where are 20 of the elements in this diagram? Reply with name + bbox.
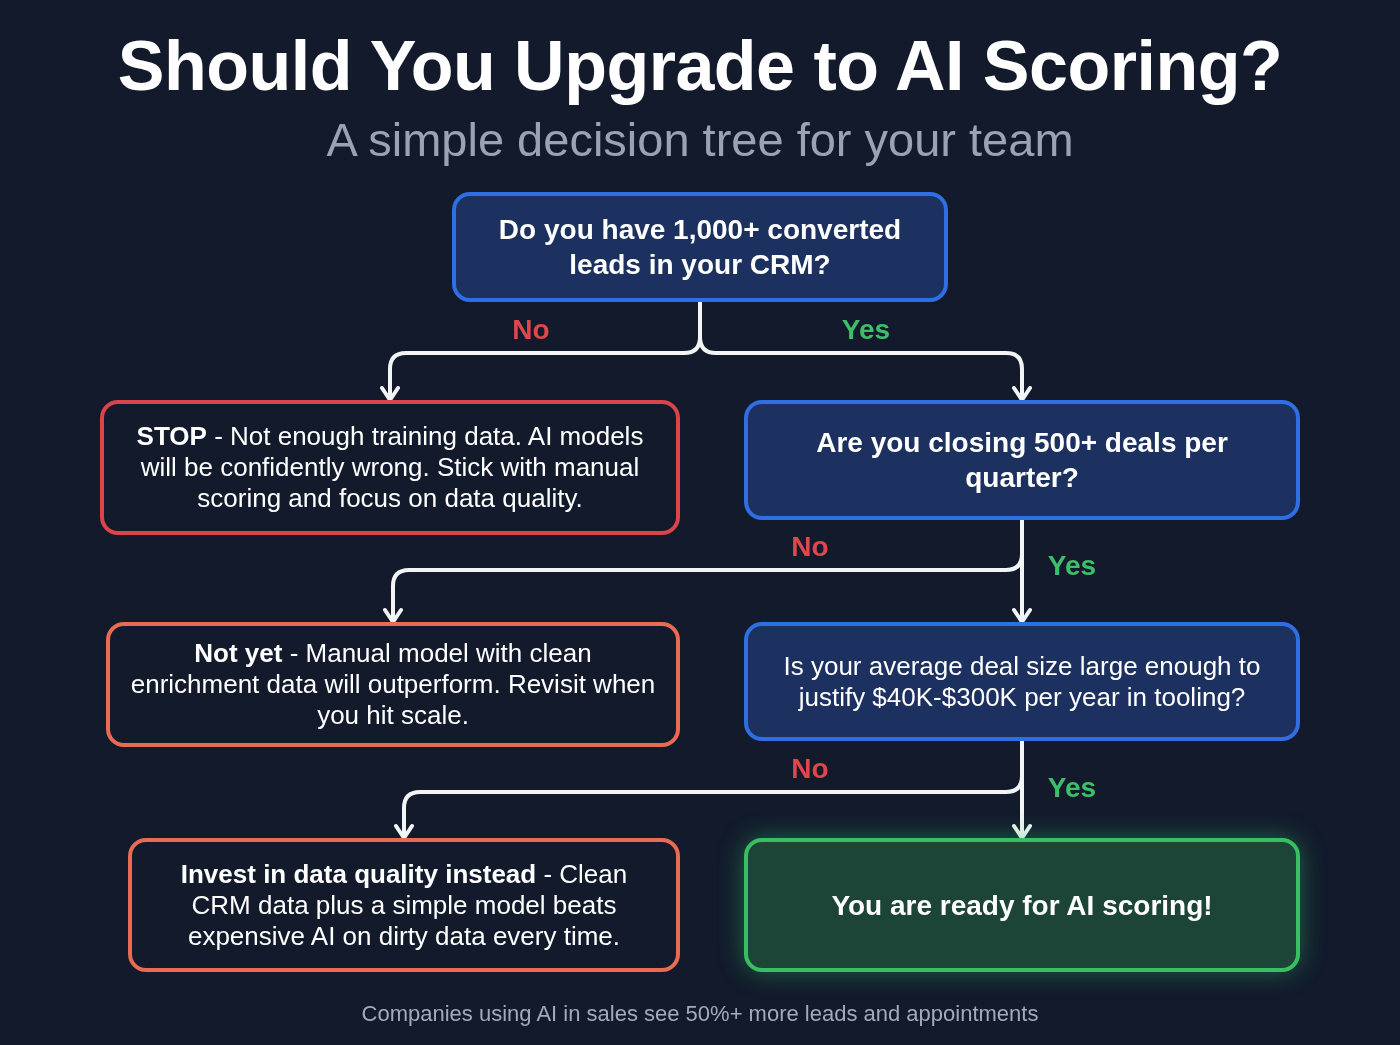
arrow <box>698 302 1032 402</box>
arrow <box>1012 741 1032 840</box>
outcome-box <box>106 622 680 747</box>
question-box <box>452 192 948 302</box>
box-text: Invest in data quality instead - Clean CRM data plus a simple model beats expensive AI on dirty data every time. <box>179 858 629 952</box>
question-box <box>744 622 1300 741</box>
arrow <box>1012 520 1032 624</box>
box-text: Not yet - Manual model with clean enrichment data will outperform. Revisit when you hit scale. <box>130 638 656 731</box>
box-text: Do you have 1,000+ converted leads in your CRM? <box>497 213 903 282</box>
subtitle: A simple decision tree for your team <box>326 112 1074 168</box>
box-text: You are ready for AI scoring! <box>831 888 1213 923</box>
success-box <box>744 838 1300 972</box>
question-box <box>744 400 1300 520</box>
stop-box <box>100 400 680 535</box>
box-text: Are you closing 500+ deals per quarter? <box>815 426 1229 495</box>
outcome-box <box>128 838 680 972</box>
title: Should You Upgrade to AI Scoring? <box>117 26 1283 107</box>
box-text: Is your average deal size large enough to justify $40K-$300K per year in tooling? <box>782 650 1262 713</box>
caption: Companies using AI in sales see 50%+ more leads and appointments <box>361 1000 1039 1028</box>
box-text: STOP - Not enough training data. AI models will be confidently wrong. Stick with manual scoring and focus on data quality. <box>135 421 645 514</box>
